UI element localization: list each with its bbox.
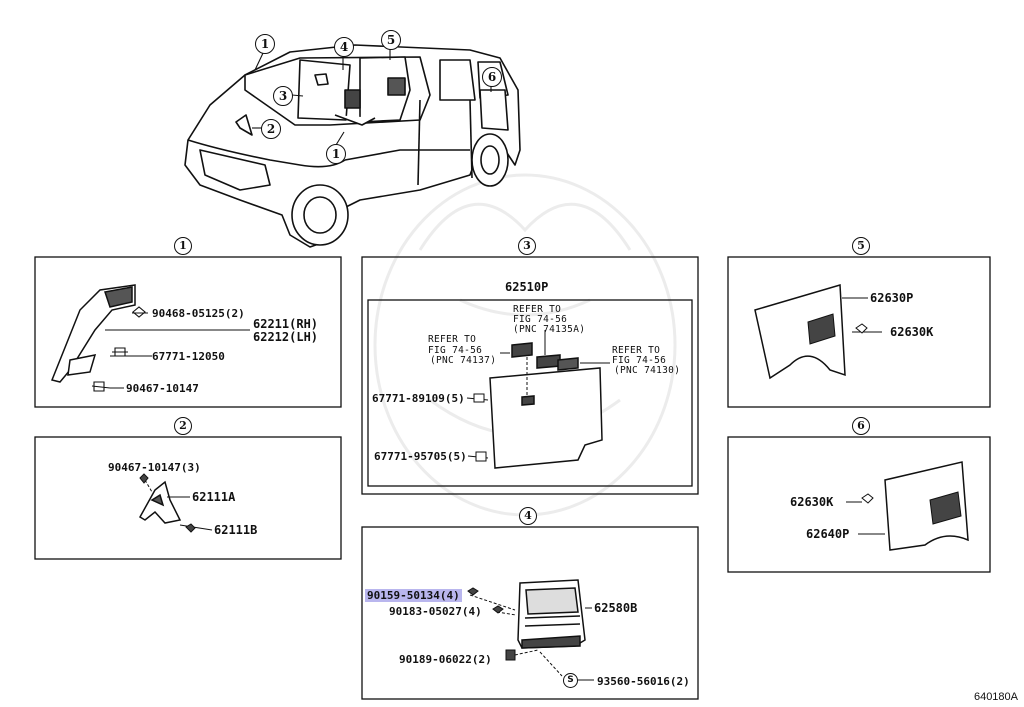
vehicle-callout-4: 4 [334,37,354,57]
section-6-number: 6 [852,417,870,435]
part-label[interactable]: 90467-10147 [126,382,199,395]
part-label[interactable]: 90183-05027(4) [389,605,482,618]
part-label[interactable]: 90468-05125(2) [152,307,245,320]
part-label[interactable]: 62640P [806,527,850,541]
side-panel-part [489,342,603,469]
reference-note-line: FIG 74-56 [428,345,483,356]
reference-note-line: (PNC 74130) [614,365,681,376]
part-label[interactable]: 67771-95705(5) [374,450,467,463]
reference-note-line: (PNC 74137) [430,355,497,366]
section-2-number: 2 [174,417,192,435]
reference-note-line: FIG 74-56 [612,355,667,366]
reference-note-line: (PNC 74135A) [513,324,586,335]
part-label[interactable]: 67771-89109(5) [372,392,465,405]
s-symbol-icon: S [563,673,578,688]
part-label[interactable]: 62630P [870,291,914,305]
section-frames [34,256,991,700]
lamp-part [517,579,586,649]
van-illustration [184,44,521,248]
vehicle-callout-5: 5 [381,30,401,50]
section-5-number: 5 [852,237,870,255]
part-label[interactable]: 62510P [505,280,549,294]
dash-side-part [138,480,182,524]
pillar-trim-part [50,284,136,383]
diagram-code: 640180A [973,691,1018,703]
part-label[interactable]: 67771-12050 [152,350,225,363]
section-3-number: 3 [518,237,536,255]
vehicle-callout-3: 3 [273,86,293,106]
rear-trim-part-6 [884,461,969,551]
reference-note-line: REFER TO [612,345,661,356]
reference-note-line: REFER TO [513,304,562,315]
part-label[interactable]: 90467-10147(3) [108,461,201,474]
part-label[interactable]: 62111A [192,490,236,504]
vehicle-callout-1b: 1 [326,144,346,164]
part-label[interactable]: 62212(LH) [253,330,319,344]
reference-note-line: REFER TO [428,334,477,345]
vehicle-callout-6: 6 [482,67,502,87]
vehicle-callout-1: 1 [255,34,275,54]
part-label-highlighted[interactable]: 90159-50134(4) [365,589,462,602]
part-label[interactable]: 62211(RH) [253,317,319,331]
rear-trim-part-5 [754,284,846,380]
part-label[interactable]: 62630K [790,495,834,509]
section-4-number: 4 [519,507,537,525]
part-label[interactable]: 62111B [214,523,258,537]
section-1-number: 1 [174,237,192,255]
part-label[interactable]: 62630K [890,325,934,339]
part-label[interactable]: 93560-56016(2) [597,675,690,688]
reference-note-line: FIG 74-56 [513,314,568,325]
vehicle-callout-2: 2 [261,119,281,139]
part-label[interactable]: 90189-06022(2) [399,653,492,666]
part-label[interactable]: 62580B [594,601,638,615]
